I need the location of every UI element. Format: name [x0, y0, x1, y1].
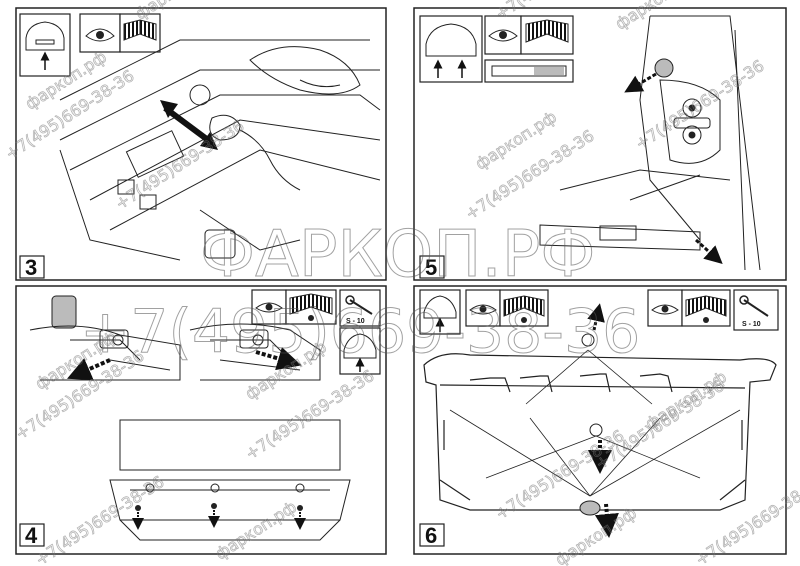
manual-book-icon — [681, 289, 731, 327]
tool-size-label: S - 10 — [742, 321, 761, 328]
watermark-brand: ФАРКОП.РФ — [200, 218, 595, 292]
gauge-strip-icon — [484, 59, 574, 83]
car-rear-icon — [419, 15, 483, 83]
panel-step-6: S - 10 — [413, 285, 787, 555]
bumper-underside-drawing — [109, 419, 351, 541]
panel-step-4: S - 10 — [15, 285, 387, 555]
trunk-side-drawing — [539, 15, 761, 271]
trunk-interior-drawing — [59, 39, 381, 261]
panel-step-5: 5 — [413, 7, 787, 281]
wrench-icon: S - 10 — [733, 289, 779, 331]
step-number-3: 3 — [25, 255, 37, 280]
arrow-down-icon — [594, 503, 619, 538]
step-number-6: 6 — [425, 523, 437, 548]
panel-step-3: 3 — [15, 7, 387, 281]
manual-book-icon — [119, 13, 161, 53]
step-number-5: 5 — [425, 255, 437, 280]
manual-book-icon — [499, 289, 549, 327]
car-rear-icon — [419, 289, 461, 335]
eye-inspect-icon — [647, 289, 683, 327]
manual-book-icon — [285, 289, 337, 325]
manual-book-icon — [520, 15, 574, 55]
eye-inspect-icon — [465, 289, 501, 327]
connector-arrow-icon — [160, 100, 218, 150]
arrow-down-icon — [624, 72, 657, 93]
watermark-phone-large: +7(495)669-38-36 — [80, 297, 640, 367]
clip-icon — [579, 333, 603, 516]
tool-size-label: S - 10 — [346, 318, 365, 325]
car-rear-icon — [19, 13, 71, 77]
arrow-up-icon — [587, 303, 605, 331]
arrow-down-icon — [694, 238, 723, 265]
step-number-4: 4 — [25, 523, 38, 548]
wrench-icon: S - 10 — [339, 289, 381, 327]
fastener-leader-lines — [449, 349, 741, 497]
eye-inspect-icon — [484, 15, 522, 55]
clip-icon — [132, 503, 306, 530]
eye-inspect-icon — [251, 289, 287, 325]
eye-inspect-icon — [79, 13, 121, 53]
rear-bumper-drawing — [423, 353, 777, 511]
connector-detail-left — [29, 295, 181, 381]
car-rear-icon — [339, 327, 381, 375]
